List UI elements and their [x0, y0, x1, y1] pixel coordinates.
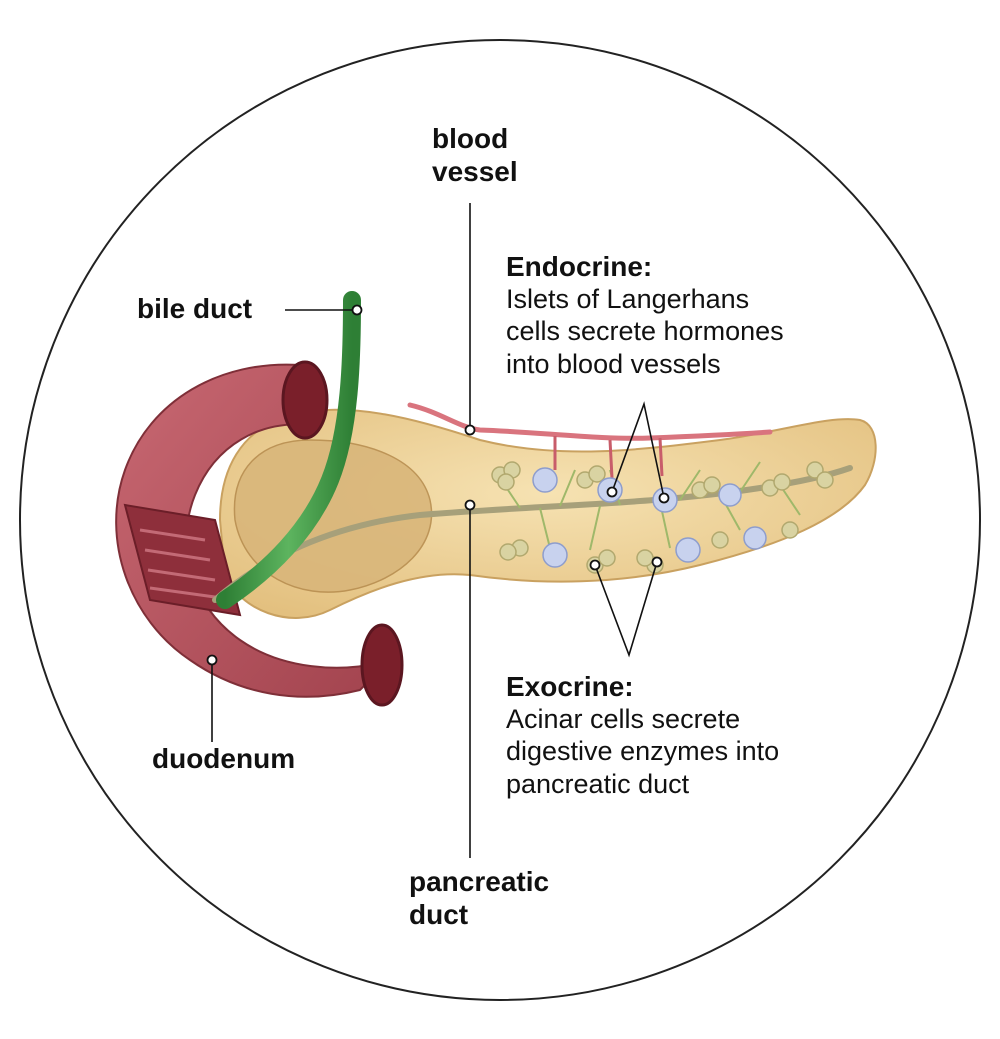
label-exocrine-line-1: Acinar cells secrete — [506, 704, 741, 735]
label-endocrine: Endocrine: Islets of Langerhans cells se… — [506, 250, 784, 380]
label-endocrine-heading: Endocrine: — [506, 251, 653, 282]
label-duodenum: duodenum — [152, 743, 296, 774]
acinar-clusters — [491, 461, 834, 574]
label-blood-vessel-line-1: blood — [432, 123, 509, 154]
label-bile-duct: bile duct — [137, 293, 253, 324]
label-exocrine: Exocrine: Acinar cells secrete digestive… — [506, 670, 779, 800]
islets — [532, 467, 767, 568]
frame-circle — [19, 39, 981, 1001]
leader-endocrine — [611, 401, 665, 499]
duodenum-opening-bottom — [360, 623, 404, 707]
duodenum-folds — [139, 528, 223, 600]
blood-vessel — [407, 402, 773, 441]
blood-vessel-branches — [553, 436, 664, 479]
label-exocrine-heading: Exocrine: — [506, 671, 634, 702]
label-exocrine-line-2: digestive enzymes into — [506, 736, 780, 767]
leader-exocrine — [594, 561, 658, 658]
duodenum-tube — [115, 363, 391, 698]
label-blood-vessel-line-2: vessel — [432, 156, 518, 188]
label-pancreatic-duct-line-2: duct — [409, 899, 469, 931]
label-exocrine-line-3: pancreatic duct — [506, 768, 690, 799]
label-endocrine-line-2: cells secrete hormones — [506, 316, 784, 347]
leader-dots — [206, 304, 670, 666]
bile-duct-tube — [216, 291, 361, 609]
label-endocrine-line-1: Islets of Langerhans — [506, 284, 750, 315]
label-pancreatic-duct: pancreatic duct — [409, 865, 549, 932]
label-endocrine-line-3: into blood vessels — [506, 348, 721, 379]
label-pancreatic-duct-line-1: pancreatic — [409, 866, 550, 897]
leader-lines — [211, 203, 665, 858]
label-blood-vessel: blood vessel — [432, 122, 518, 189]
duodenum-opening-top — [281, 360, 329, 440]
